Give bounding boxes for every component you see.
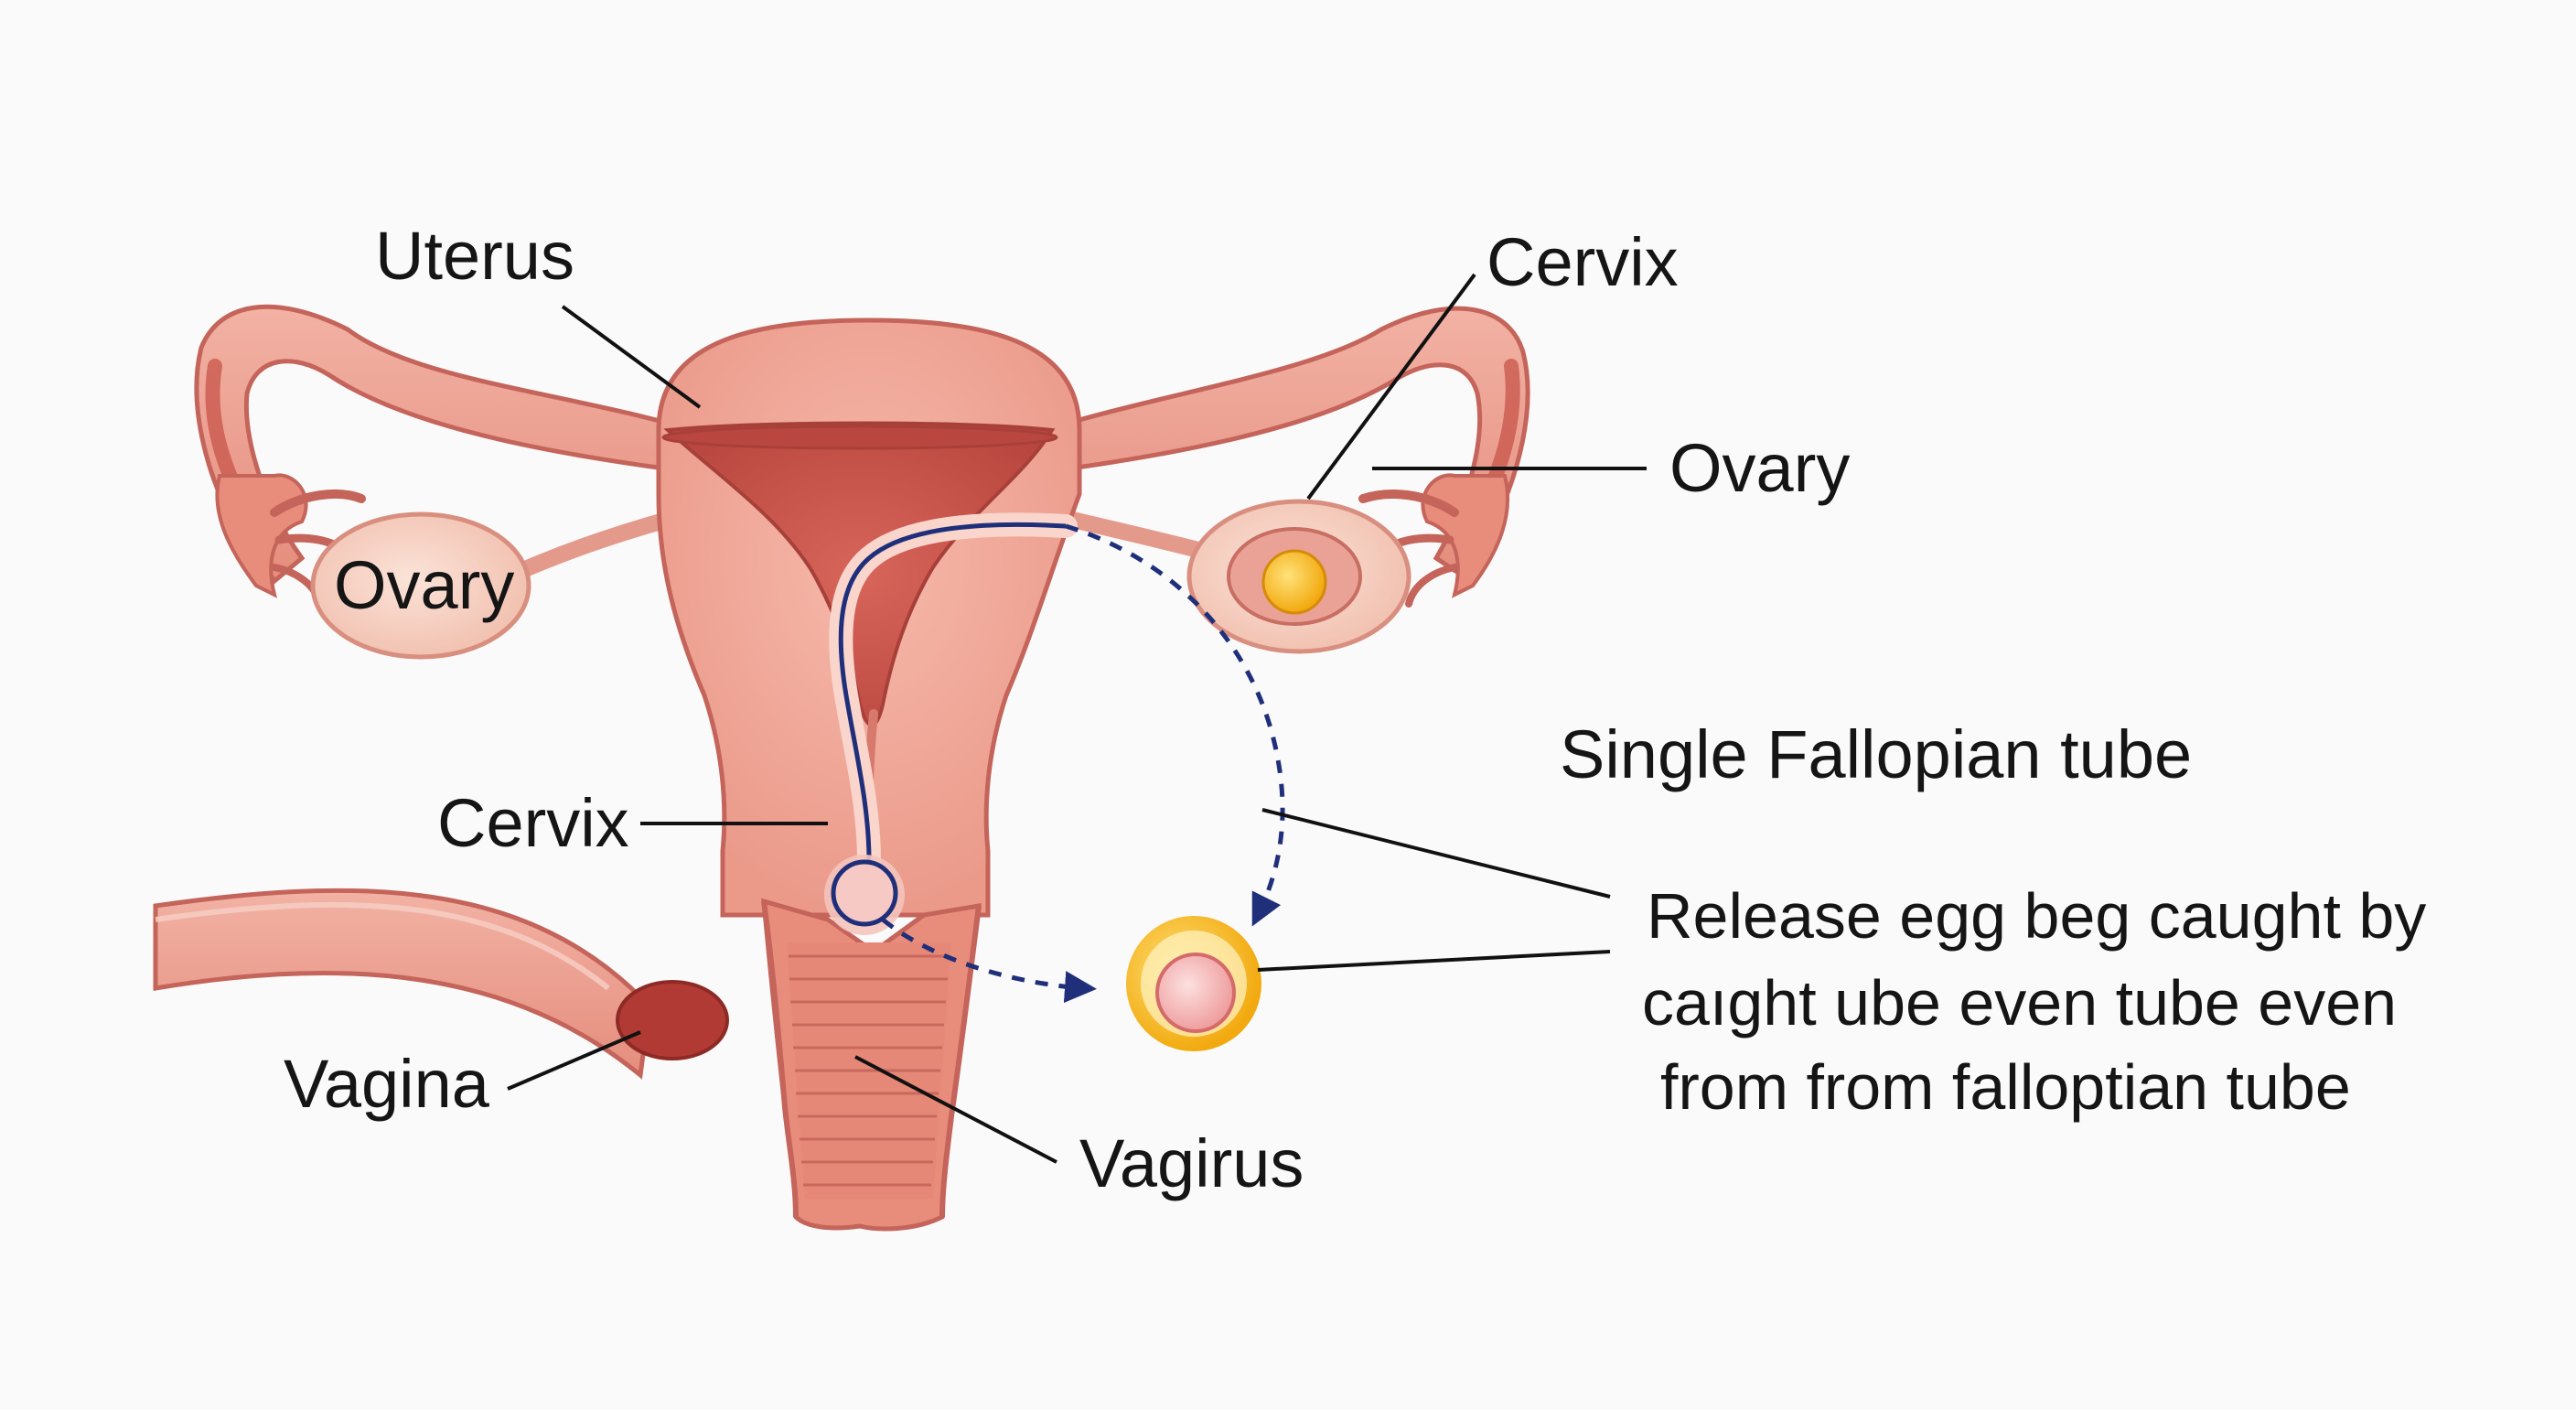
label-single-fallopian-tube: Single Fallopian tube: [1560, 716, 2192, 792]
label-ovary-left: Ovary: [334, 547, 514, 623]
caption-line-1: Release egg beg caught by: [1647, 880, 2426, 952]
left-fallopian-tube: [194, 304, 725, 608]
left-ovary: [310, 511, 531, 660]
cervix-egg-icon: [831, 859, 898, 927]
leader-uterus: [561, 305, 702, 409]
egg-path: [824, 512, 1285, 1004]
right-ovary: [1186, 499, 1411, 654]
follicle-egg-icon: [1261, 549, 1327, 615]
label-vagirus: Vagirus: [1079, 1125, 1304, 1201]
labels: Uterus Cervix Ovary Ovary Single Fallopi…: [284, 218, 2426, 1201]
label-cervix-mid: Cervix: [437, 785, 629, 861]
leader-fallopian: [1261, 808, 1611, 899]
egg-cell-icon: [1126, 916, 1261, 1051]
label-ovary-right: Ovary: [1669, 430, 1850, 506]
leader-cervix-top: [1306, 273, 1476, 500]
label-cervix-top: Cervix: [1487, 224, 1679, 300]
leader-lines: [507, 273, 1647, 1164]
label-uterus: Uterus: [375, 218, 574, 294]
leader-egg: [1257, 950, 1611, 972]
caption-line-3: from from falloptian tube: [1660, 1051, 2351, 1123]
label-vagina: Vagina: [284, 1046, 490, 1122]
leader-vagirus: [854, 1055, 1057, 1164]
leader-vagina: [507, 1030, 641, 1091]
side-tube: [153, 888, 729, 1080]
caption-line-2: caıght ube even tube even: [1642, 967, 2397, 1039]
